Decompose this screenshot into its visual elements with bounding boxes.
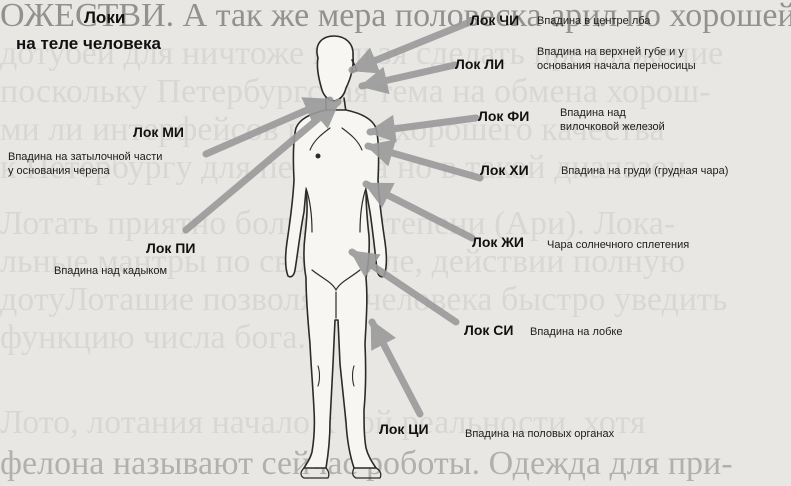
point-label-khi: Лок ХИ bbox=[480, 162, 529, 178]
arrow-si bbox=[352, 252, 456, 322]
point-desc-mi: Впадина на затылочной части у основания … bbox=[8, 150, 162, 178]
point-desc-fi: Впадина над вилочковой железой bbox=[560, 106, 665, 134]
arrow-li bbox=[362, 65, 455, 86]
arrow-fi bbox=[370, 118, 476, 132]
point-desc-tsi: Впадина на половых органах bbox=[465, 427, 614, 441]
point-desc-pi: Впадина над кадыком bbox=[54, 264, 167, 278]
point-label-mi: Лок МИ bbox=[133, 124, 184, 140]
point-label-fi: Лок ФИ bbox=[478, 108, 529, 124]
point-label-si: Лок СИ bbox=[464, 322, 513, 338]
point-desc-chi: Впадина в центре лба bbox=[537, 14, 650, 28]
point-label-pi: Лок ПИ bbox=[146, 240, 195, 256]
diagram-subtitle: на теле человека bbox=[16, 32, 161, 56]
diagram-title: Локи bbox=[84, 6, 125, 30]
nipple-mark bbox=[316, 154, 321, 159]
point-desc-khi: Впадина на груди (грудная чара) bbox=[561, 164, 728, 178]
point-desc-li: Впадина на верхней губе и у основания на… bbox=[537, 45, 696, 73]
point-desc-zhi: Чара солнечного сплетения bbox=[547, 238, 689, 252]
arrow-khi bbox=[368, 146, 480, 178]
point-label-tsi: Лок ЦИ bbox=[379, 421, 429, 437]
arrow-tsi bbox=[372, 322, 420, 414]
point-desc-si: Впадина на лобке bbox=[530, 325, 623, 339]
point-label-zhi: Лок ЖИ bbox=[472, 234, 524, 250]
point-label-chi: Лок ЧИ bbox=[470, 12, 519, 28]
point-label-li: Лок ЛИ bbox=[455, 56, 504, 72]
